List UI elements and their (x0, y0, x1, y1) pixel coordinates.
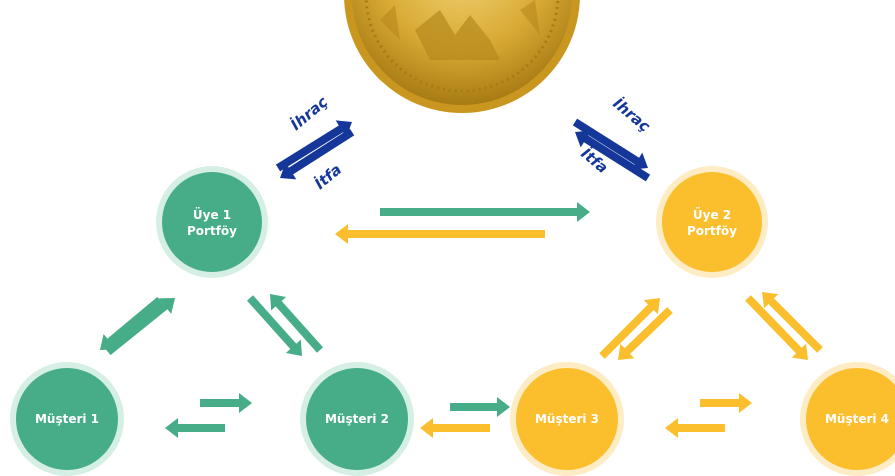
gold-coin-icon (344, 0, 580, 113)
uye2-to-musteri3-arrow (618, 307, 673, 360)
musteri2-to-uye1-arrow (270, 294, 323, 353)
node-musteri-1 (10, 362, 124, 476)
musteri3-to-uye2-arrow (599, 298, 660, 359)
uye2-to-uye1-arrow (335, 224, 545, 244)
musteri3-to-musteri4-arrow (700, 393, 752, 413)
node-uye-1-line2: Portföy (187, 224, 237, 238)
musteri4-to-uye2-arrow (762, 292, 823, 353)
musteri1-to-musteri2-arrow (200, 393, 252, 413)
left-ihrac-arrow (275, 120, 352, 172)
node-uye-2-line1: Üye 2 (693, 207, 731, 222)
left-itfa-arrow (280, 128, 355, 180)
left-ihrac-label: İhraç (286, 92, 331, 134)
node-musteri-4-label: Müşteri 4 (825, 412, 889, 426)
node-musteri-3 (510, 362, 624, 476)
right-ihrac-label: İhraç (609, 94, 654, 136)
arrows-layer (100, 118, 823, 438)
node-musteri-2-label: Müşteri 2 (325, 412, 389, 426)
node-uye-1 (156, 166, 268, 278)
uye1-to-uye2-arrow (380, 202, 590, 222)
musteri4-to-musteri3-arrow (665, 418, 725, 438)
uye1-to-musteri2-arrow (247, 295, 302, 356)
musteri2-to-musteri3-arrow (450, 397, 510, 417)
node-uye-1-line1: Üye 1 (193, 207, 231, 222)
node-uye-2-line2: Portföy (687, 224, 737, 238)
uye1-to-musteri1-arrow (100, 296, 163, 350)
right-itfa-arrow (575, 130, 651, 182)
right-ihrac-arrow (572, 118, 648, 170)
musteri2-to-musteri1-arrow (165, 418, 225, 438)
node-musteri-2 (300, 362, 414, 476)
musteri1-to-uye1-arrow (105, 298, 175, 356)
node-musteri-1-label: Müşteri 1 (35, 412, 99, 426)
node-musteri-4 (800, 362, 895, 476)
node-musteri-3-label: Müşteri 3 (535, 412, 599, 426)
uye2-to-musteri4-arrow (745, 295, 808, 360)
musteri3-to-musteri2-arrow (420, 418, 490, 438)
left-itfa-label: İtfa (310, 160, 345, 193)
node-uye-2 (656, 166, 768, 278)
